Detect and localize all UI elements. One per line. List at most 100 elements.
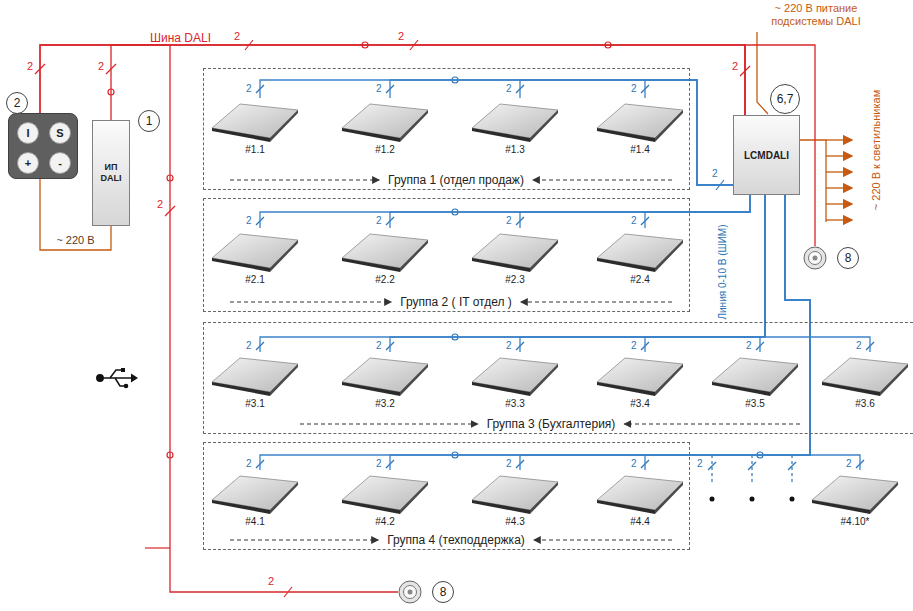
control-wire <box>260 80 733 185</box>
light-sensor: 8 <box>803 246 863 270</box>
luminaire-id: #3.3 <box>470 398 560 409</box>
wire-count: 2 <box>246 215 252 226</box>
wire-count: 2 <box>246 340 252 351</box>
control-wire <box>390 195 750 228</box>
power-note: ~ 220 В к светильникам <box>870 90 882 210</box>
luminaire: #2.3 <box>470 228 560 290</box>
luminaire-id: #1.1 <box>210 144 300 155</box>
group-arrow <box>300 424 478 425</box>
control-wire <box>390 80 733 185</box>
panel-button: + <box>17 152 39 174</box>
group-zone: Группа 1 (отдел продаж)#1.1#1.2#1.3#1.4 <box>203 68 690 190</box>
luminaire-icon <box>340 228 430 274</box>
luminaire-id: #3.5 <box>710 398 800 409</box>
luminaire-id: #3.6 <box>820 398 910 409</box>
control-wire <box>645 195 750 228</box>
luminaire-icon <box>470 228 560 274</box>
wire-count: 2 <box>246 458 252 469</box>
luminaire-icon <box>210 352 300 398</box>
wire-count: 2 <box>631 458 637 469</box>
luminaire-icon <box>710 352 800 398</box>
group-title: Группа 1 (отдел продаж) <box>385 173 527 187</box>
wire-count: 2 <box>246 83 252 94</box>
wire-count: 2 <box>712 168 718 179</box>
callout-number: 1 <box>138 110 160 132</box>
control-wire <box>390 195 765 352</box>
group-arrow <box>230 540 378 541</box>
luminaire-id: #3.4 <box>595 398 685 409</box>
wire-count: 2 <box>856 340 862 351</box>
luminaire: #2.1 <box>210 228 300 290</box>
wire-count: 2 <box>398 30 404 42</box>
group-arrow <box>624 424 800 425</box>
wire-count: 2 <box>157 198 163 210</box>
wire-count: 2 <box>376 340 382 351</box>
group-arrow <box>534 540 672 541</box>
luminaire: #3.5 <box>710 352 800 414</box>
luminaire-icon <box>210 228 300 274</box>
wire-count: 2 <box>697 458 703 469</box>
power-supply-box: ИП DALI <box>92 120 130 226</box>
device-label: LCMDALI <box>744 150 789 161</box>
wire-count: 2 <box>846 458 852 469</box>
edge-label: ~ 220 В <box>54 234 96 246</box>
luminaire: #4.10* <box>810 470 900 532</box>
control-wire <box>260 195 810 470</box>
wire-count: 2 <box>746 340 752 351</box>
luminaire: #4.3 <box>470 470 560 532</box>
callout-number: 2 <box>6 92 28 114</box>
control-wire <box>765 195 870 352</box>
luminaire-icon <box>595 352 685 398</box>
blue-bus-dots <box>452 77 763 458</box>
wire-count: 2 <box>376 83 382 94</box>
wire-count: 2 <box>732 60 738 72</box>
control-wire <box>520 80 733 185</box>
luminaire-id: #4.1 <box>210 516 300 527</box>
wire-count: 2 <box>376 458 382 469</box>
panel-button: S <box>49 122 71 144</box>
wire-count: 2 <box>27 60 33 72</box>
luminaire-id: #2.1 <box>210 274 300 285</box>
group4-extension <box>708 455 796 485</box>
control-wire <box>390 195 810 470</box>
luminaire-icon <box>595 470 685 516</box>
luminaire-id: #3.1 <box>210 398 300 409</box>
luminaire: #2.4 <box>595 228 685 290</box>
control-wire <box>520 195 750 228</box>
luminaire-icon <box>595 98 685 144</box>
group-zone: Группа 3 (Бухгалтерия)#3.1#3.2#3.3#3.4#3… <box>203 322 913 434</box>
luminaire: #4.4 <box>595 470 685 532</box>
signal-line-label: Линия 0-10 В (ШИМ) <box>717 224 728 319</box>
wire-count: 2 <box>98 60 104 72</box>
luminaire: #3.2 <box>340 352 430 414</box>
usb-symbol <box>97 368 138 388</box>
luminaire-icon <box>470 98 560 144</box>
callout-number: 6,7 <box>770 84 800 114</box>
group-zone: Группа 2 ( IT отдел )#2.1#2.2#2.3#2.4 <box>203 198 690 312</box>
red-bus-dots <box>108 42 611 458</box>
wire-count: 2 <box>631 340 637 351</box>
luminaire-id: #4.4 <box>595 516 685 527</box>
luminaire-id: #2.3 <box>470 274 560 285</box>
luminaire: #1.3 <box>470 98 560 160</box>
red-ticks <box>35 40 750 597</box>
luminaire-icon <box>340 98 430 144</box>
luminaire-id: #2.4 <box>595 274 685 285</box>
control-wire <box>785 195 860 470</box>
luminaire-icon <box>810 470 900 516</box>
luminaire: #3.4 <box>595 352 685 414</box>
wire-count: 2 <box>268 575 274 587</box>
group-arrow <box>521 302 672 303</box>
control-panel: IS+- <box>8 113 78 179</box>
panel-button: - <box>49 152 71 174</box>
wire-count: 2 <box>631 215 637 226</box>
luminaire-icon <box>595 228 685 274</box>
power-note: ~ 220 В питание подсистемы DALI <box>760 2 872 28</box>
sensor-icon <box>803 246 827 270</box>
group-title: Группа 4 (техподдержка) <box>384 533 528 547</box>
group-title: Группа 2 ( IT отдел ) <box>397 295 515 309</box>
luminaire-icon <box>340 352 430 398</box>
wire-count: 2 <box>506 340 512 351</box>
luminaire-id: #1.4 <box>595 144 685 155</box>
